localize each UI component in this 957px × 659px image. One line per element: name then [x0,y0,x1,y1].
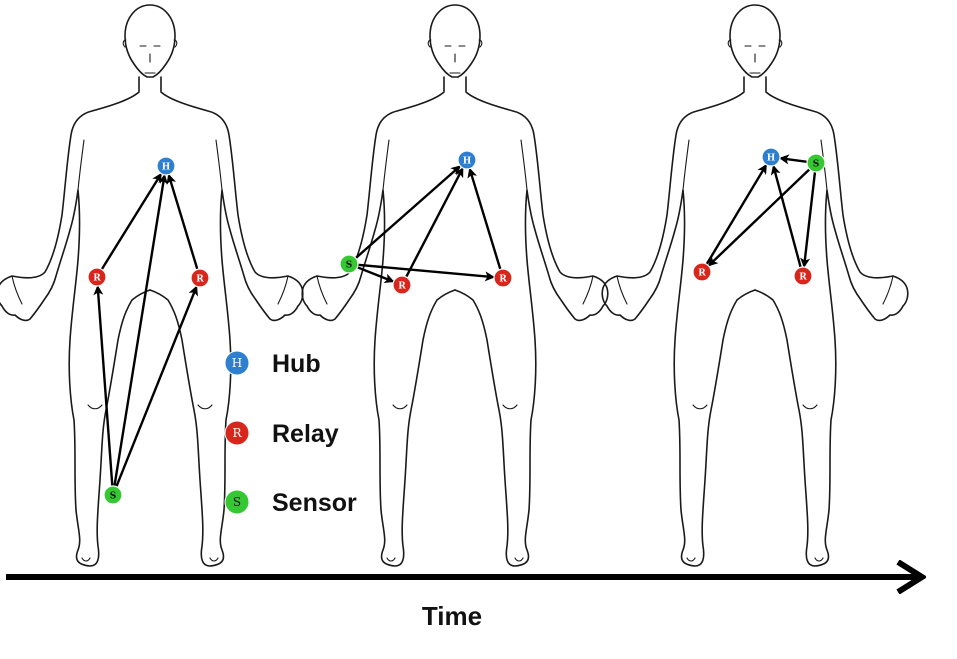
time-label: Time [422,601,482,631]
legend-relay-letter: R [232,426,242,440]
panel-2-sensor-node: S [339,254,359,274]
panel-3-hub-letter: H [767,154,776,164]
panel-2-relay-node: R [493,268,513,288]
legend-relay: R Relay [224,420,339,448]
panel-2-hub-node: H [457,150,477,170]
relay-icon [692,262,712,282]
time-axis: Time [6,577,922,631]
panel-1-relay-node: R [87,267,107,287]
network-nodes: H R R S H S R R H S R R [87,147,826,505]
panel-1-sensor-node: S [103,485,123,505]
panel-1-link-S-to-R1 [93,284,114,487]
sensor-icon [339,254,359,274]
panel-1-sensor-letter: S [110,492,117,502]
panel-2-link-R1-to-H [405,167,464,278]
legend-sensor: S Sensor [224,489,357,517]
hub-icon [761,147,781,167]
panel-3-relay-node: R [692,262,712,282]
legend-sensor-label: Sensor [272,489,357,517]
panel-2-relay-node: R [392,275,412,295]
sensor-icon [103,485,123,505]
sensor-icon [224,489,250,515]
panel-2-hub-letter: H [463,157,472,167]
panel-1-link-R2-to-H [166,173,199,270]
panel-1-hub-node: H [156,156,176,176]
panel-3-hub-node: H [761,147,781,167]
human-figures [0,4,909,567]
panel-1-hub-letter: H [162,163,171,173]
relay-icon [493,268,513,288]
panel-2-link-S-to-H [354,165,461,259]
relay-icon [87,267,107,287]
panel-3-sensor-letter: S [813,160,820,170]
legend-hub-label: Hub [272,350,321,378]
panel-3-link-R1-to-H [705,163,767,265]
legend-sensor-letter: S [233,495,241,509]
panel-2-link-S-to-R1 [356,266,395,284]
legend-hub-letter: H [232,356,242,370]
human-figure-1 [0,4,304,567]
panel-3-relay-letter: R [799,273,807,283]
relay-icon [190,268,210,288]
human-figure-2 [301,4,609,567]
legend: H Hub R Relay S Sensor [224,350,357,517]
relay-icon [392,275,412,295]
panel-1-link-R1-to-H [100,172,162,270]
panel-1-link-S-to-R2 [115,285,198,488]
panel-1-relay-letter: R [196,275,204,285]
relay-icon [793,266,813,286]
panel-3-relay-letter: R [698,269,706,279]
panel-2-link-S-to-R2 [357,263,496,282]
hub-icon [457,150,477,170]
human-figure-3 [601,4,909,567]
relay-icon [224,420,250,446]
panel-2-relay-letter: R [398,282,406,292]
panel-3-relay-node: R [793,266,813,286]
sensor-icon [806,153,826,173]
legend-hub: H Hub [224,350,321,378]
legend-relay-label: Relay [272,420,339,448]
network-links [93,154,817,488]
panel-3-sensor-node: S [806,153,826,173]
panel-3-link-S-to-H [778,154,808,165]
hub-icon [156,156,176,176]
hub-icon [224,350,250,376]
panel-2-link-R2-to-H [467,167,502,270]
panel-1-relay-letter: R [93,274,101,284]
panel-3-link-R2-to-H [770,164,802,268]
panel-3-link-S-to-R1 [707,168,811,267]
panel-2-sensor-letter: S [346,261,353,271]
panel-1-relay-node: R [190,268,210,288]
panel-1-link-S-to-H [113,173,169,487]
panel-3-link-S-to-R2 [800,171,817,269]
panel-2-relay-letter: R [499,275,507,285]
